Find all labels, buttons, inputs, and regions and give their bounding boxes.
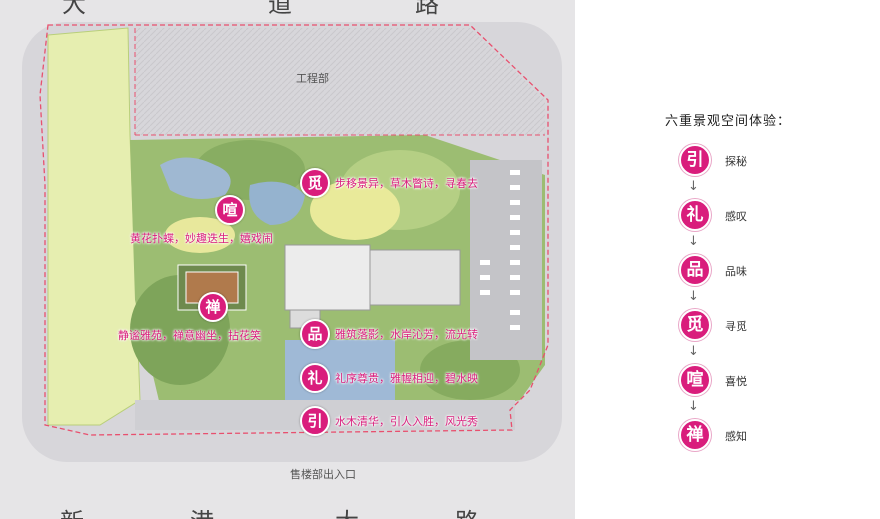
legend-badge-li: 礼: [679, 199, 711, 231]
legend-badge-xuan: 喧: [679, 364, 711, 396]
legend-label-mi: 寻觅: [725, 320, 747, 333]
legend-label-pin: 品味: [725, 265, 747, 278]
zone-text-pin: 雅筑落影，水岸沁芳，流光转: [335, 328, 478, 341]
zone-text-li: 礼序尊贵，雅幄相迎，碧水映: [335, 372, 478, 385]
zone-badge-li: 礼: [300, 363, 330, 393]
zone-text-xuan: 黄花扑蝶，妙趣迭生，嬉戏闹: [130, 232, 273, 245]
legend-badge-chan: 禅: [679, 419, 711, 451]
legend-label-yin: 探秘: [725, 155, 747, 168]
lawn-patch: [310, 180, 400, 240]
zone-badge-mi: 觅: [300, 168, 330, 198]
bottom-road-char: 路: [455, 502, 481, 519]
legend-title: 六重景观空间体验：: [665, 114, 792, 129]
legend-badge-yin: 引: [679, 144, 711, 176]
legend-label-xuan: 喜悦: [725, 375, 747, 388]
zone-badge-chan: 禅: [198, 292, 228, 322]
zone-text-chan: 静谧雅苑，禅意幽坐，拈花笑: [118, 329, 261, 342]
pond: [160, 157, 231, 199]
site-boundary: [39, 24, 549, 436]
bottom-road-char: 大: [335, 502, 361, 519]
engineering-label: 工程部: [296, 72, 329, 85]
lawn-patch: [165, 217, 235, 253]
parking-spaces: [480, 170, 520, 330]
site-plan-drawing: [22, 22, 562, 462]
legend-label-li: 感叹: [725, 210, 747, 223]
zone-text-yin: 水木清华，引人入胜，风光秀: [335, 415, 478, 428]
building: [369, 249, 461, 306]
legend-arrow-icon: ↓: [688, 234, 699, 249]
legend-badge-pin: 品: [679, 254, 711, 286]
zone-badge-pin: 品: [300, 319, 330, 349]
bottom-road-char: 港: [190, 502, 216, 519]
legend-arrow-icon: ↓: [688, 344, 699, 359]
legend-badge-mi: 觅: [679, 309, 711, 341]
legend-label-chan: 感知: [725, 430, 747, 443]
engineering-area: [135, 28, 545, 135]
top-road-char: 路: [415, 0, 441, 18]
building: [284, 244, 371, 311]
legend-arrow-icon: ↓: [688, 399, 699, 414]
legend-arrow-icon: ↓: [688, 289, 699, 304]
bottom-road-char: 新: [60, 502, 86, 519]
zone-text-mi: 步移景异，草木瞥诗，寻春去: [335, 177, 478, 190]
legend-arrow-icon: ↓: [688, 179, 699, 194]
top-road-char: 大: [62, 0, 88, 18]
pond: [249, 181, 305, 225]
lawn-area: [47, 27, 141, 426]
entrance-label: 售楼部出入口: [290, 468, 356, 481]
zone-badge-xuan: 喧: [215, 195, 245, 225]
zone-badge-yin: 引: [300, 406, 330, 436]
site-plan: 大 道 路 新 港 大 路 工程部 售楼部出入口 觅 步移景异，草木瞥诗，寻春去…: [0, 0, 575, 519]
top-road-char: 道: [268, 0, 294, 18]
